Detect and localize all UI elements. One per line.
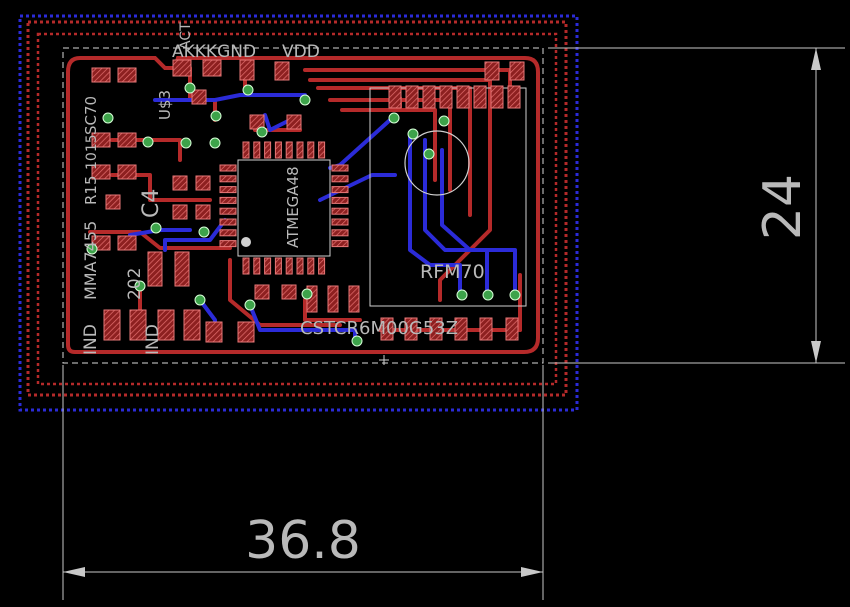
atmega48-chip xyxy=(219,141,349,275)
mcu-pin xyxy=(253,141,261,159)
label-sc70: SC70 xyxy=(82,96,100,135)
vias xyxy=(86,82,521,347)
mcu-pin xyxy=(219,229,237,237)
label-ind-2: IND xyxy=(143,324,163,355)
mcu-pin xyxy=(307,141,315,159)
dimension-width: 36.8 xyxy=(62,365,544,600)
mcu-pin xyxy=(253,257,261,275)
label-radio-pins: CSTCR6M00G53Z xyxy=(300,318,458,339)
mcu-pin xyxy=(219,164,237,172)
label-c4: C4 xyxy=(139,189,164,218)
mcu-pin xyxy=(274,141,282,159)
bottom-keepout-outline xyxy=(18,14,579,412)
rfm70-top-pads xyxy=(388,85,521,109)
mcu-pin xyxy=(331,229,349,237)
label-r15: R15 xyxy=(82,175,100,205)
mcu-pin xyxy=(331,196,349,204)
mcu-pin xyxy=(219,240,237,248)
mcu-pin xyxy=(274,257,282,275)
top-copper-outline xyxy=(66,56,540,354)
mcu-pin xyxy=(242,141,250,159)
bottom-edge-pads xyxy=(380,317,519,341)
mcu-pin xyxy=(285,141,293,159)
mcu-pin xyxy=(331,186,349,194)
label-u3: U$3 xyxy=(156,90,174,120)
mcu-pin xyxy=(219,186,237,194)
silkscreen-labels: AKKKGND VDD ACT ATMEGA48 RFM70 CSTCR6M00… xyxy=(81,22,485,355)
label-202: 202 xyxy=(125,268,145,300)
inner-keepout-outline xyxy=(36,32,558,386)
dimension-height: 24 xyxy=(548,47,845,364)
mcu-pin xyxy=(264,257,272,275)
mcu-pin xyxy=(331,175,349,183)
board-outline xyxy=(62,47,544,364)
mcu-pin xyxy=(331,218,349,226)
origin-cross xyxy=(379,355,389,365)
mcu-pin xyxy=(331,207,349,215)
mcu-pin xyxy=(318,141,326,159)
dimension-height-label: 24 xyxy=(753,174,813,240)
antenna-outline xyxy=(404,130,470,196)
mcu-pin xyxy=(296,141,304,159)
crystal-pads xyxy=(306,285,360,313)
mcu-pin xyxy=(285,257,293,275)
label-1015: 1015 xyxy=(84,134,100,170)
label-ind-1: IND xyxy=(81,324,101,355)
label-mma7455: MMA7455 xyxy=(81,221,100,300)
label-atmega48: ATMEGA48 xyxy=(284,166,302,248)
mcu-pin xyxy=(331,164,349,172)
mcu-pin xyxy=(264,141,272,159)
label-rfm70: RFM70 xyxy=(420,261,485,283)
mcu-pin xyxy=(242,257,250,275)
label-akkk-gnd: AKKKGND xyxy=(172,42,256,62)
mcu-pin xyxy=(219,218,237,226)
dimension-width-label: 36.8 xyxy=(245,511,361,571)
mcu-pin xyxy=(318,257,326,275)
label-vdd: VDD xyxy=(282,42,320,62)
mcu-pin xyxy=(219,196,237,204)
bottom-copper-traces xyxy=(128,93,517,342)
mcu-pin xyxy=(307,257,315,275)
mcu-pin xyxy=(219,175,237,183)
mcu-pin xyxy=(331,240,349,248)
mcu-pin xyxy=(219,207,237,215)
mcu-pin xyxy=(296,257,304,275)
label-act: ACT xyxy=(178,22,194,50)
